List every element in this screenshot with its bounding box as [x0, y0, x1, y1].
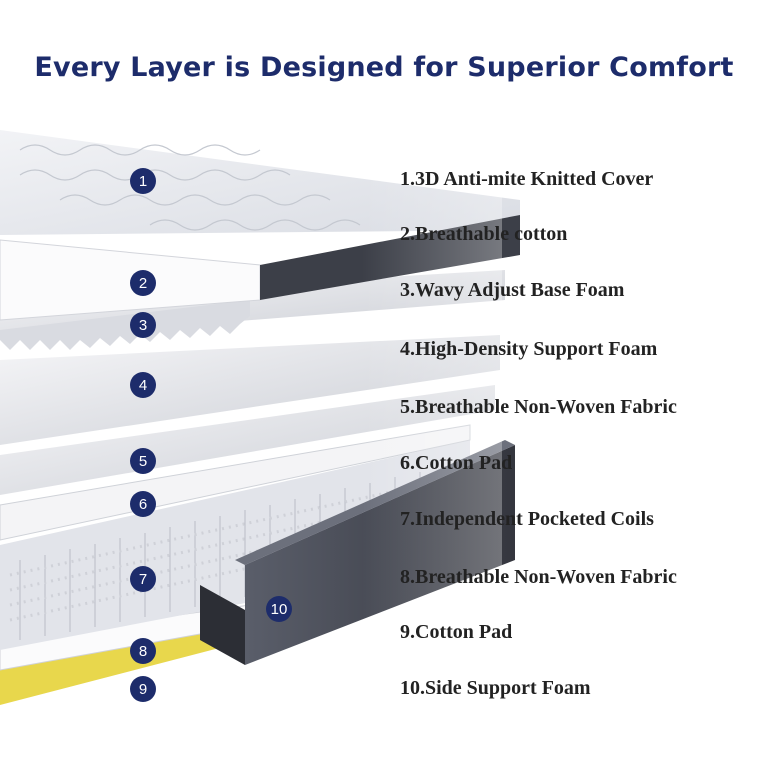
- badge-2: 2: [130, 270, 156, 296]
- badge-8: 8: [130, 638, 156, 664]
- badge-7: 7: [130, 566, 156, 592]
- highlight-overlay: [362, 160, 502, 720]
- badge-6: 6: [130, 491, 156, 517]
- badge-3: 3: [130, 312, 156, 338]
- badge-9: 9: [130, 676, 156, 702]
- layer-label-2: 2.Breathable cotton: [400, 223, 568, 245]
- badge-1: 1: [130, 168, 156, 194]
- layer-label-9: 9.Cotton Pad: [400, 621, 513, 643]
- layer-label-4: 4.High-Density Support Foam: [400, 338, 658, 360]
- page-title: Every Layer is Designed for Superior Com…: [34, 52, 734, 83]
- layer-label-10: 10.Side Support Foam: [400, 677, 591, 699]
- layer-label-5: 5.Breathable Non-Woven Fabric: [400, 396, 677, 418]
- badge-10: 10: [266, 596, 292, 622]
- layer-label-8: 8.Breathable Non-Woven Fabric: [400, 566, 677, 588]
- layer-label-1: 1.3D Anti-mite Knitted Cover: [400, 168, 654, 190]
- layer-label-6: 6.Cotton Pad: [400, 452, 513, 474]
- layer-label-7: 7.Independent Pocketed Coils: [400, 508, 654, 530]
- badge-4: 4: [130, 372, 156, 398]
- layer-label-3: 3.Wavy Adjust Base Foam: [400, 279, 625, 301]
- badge-5: 5: [130, 448, 156, 474]
